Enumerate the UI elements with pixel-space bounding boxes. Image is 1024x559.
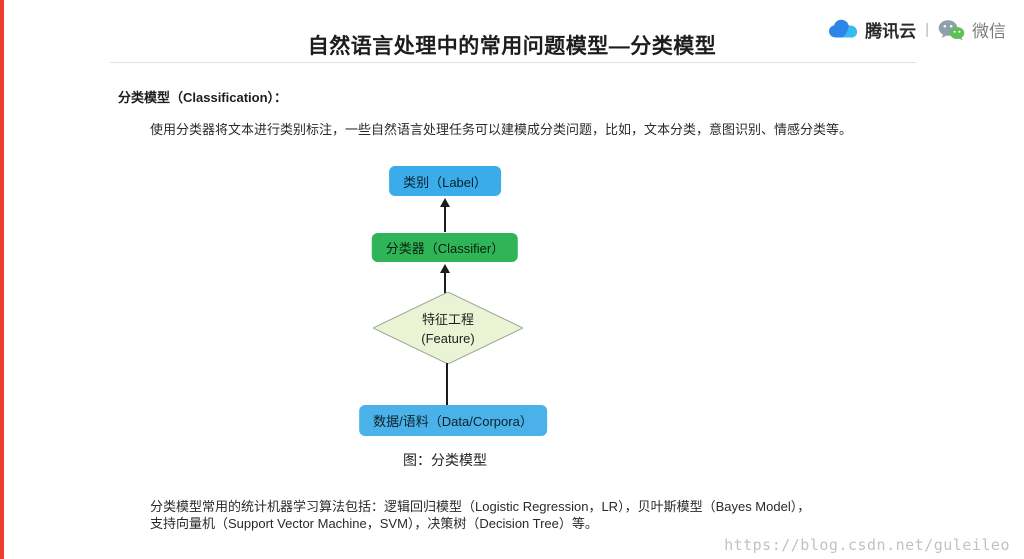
- watermark-url: https://blog.csdn.net/guleileo: [724, 536, 1010, 554]
- diagram-caption: 图：分类模型: [403, 452, 487, 468]
- page-title: 自然语言处理中的常用问题模型—分类模型: [307, 35, 717, 58]
- data-node: 数据/语料（Data/Corpora）: [359, 405, 547, 436]
- classifier-node: 分类器（Classifier）: [371, 233, 519, 262]
- left-accent-bar: [0, 0, 4, 559]
- label-node: 类别（Label）: [389, 166, 501, 196]
- wechat-label: 微信: [972, 22, 1006, 41]
- connector-line: [444, 273, 446, 294]
- brand-area: 腾讯云 | 微信: [828, 17, 1006, 42]
- connector-feature-to-classifier: [439, 264, 451, 294]
- tencent-cloud-icon: [828, 19, 858, 41]
- connector-line: [446, 363, 448, 405]
- arrow-up-icon: [440, 198, 450, 207]
- connector-line: [444, 207, 446, 232]
- brand-separator: |: [925, 21, 929, 38]
- feature-node-label-en: (Feature): [421, 331, 475, 346]
- data-node-text: 数据/语料（Data/Corpora）: [373, 414, 533, 429]
- feature-node: 特征工程 (Feature): [371, 291, 525, 365]
- feature-node-label-cn: 特征工程: [421, 312, 474, 327]
- feature-node-labels: 特征工程 (Feature): [373, 292, 523, 364]
- section-heading: 分类模型（Classification）：: [118, 90, 288, 105]
- classifier-node-text: 分类器（Classifier）: [385, 241, 505, 256]
- connector-classifier-to-label: [439, 198, 451, 232]
- intro-paragraph: 使用分类器将文本进行类别标注，一些自然语言处理任务可以建模成分类问题，比如，文本…: [150, 122, 853, 137]
- tencent-cloud-label: 腾讯云: [865, 22, 917, 41]
- arrow-up-icon: [440, 264, 450, 273]
- header-divider: [110, 62, 916, 63]
- label-node-text: 类别（Label）: [403, 174, 487, 190]
- algorithms-paragraph: 分类模型常用的统计机器学习算法包括：逻辑回归模型（Logistic Regres…: [150, 499, 811, 531]
- wechat-icon: [938, 19, 965, 41]
- connector-data-to-feature: [441, 363, 453, 405]
